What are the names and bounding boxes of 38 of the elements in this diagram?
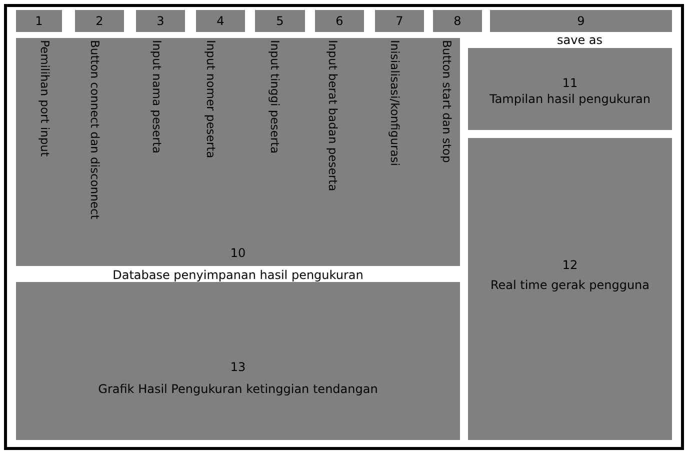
box-caption: save as [557,34,603,46]
vertical-label: Inisialisasi/konfigurasi [388,40,402,166]
vertical-label: Input berat badan peserta [326,40,340,192]
vertical-label: Input nama peserta [150,40,164,154]
panel-box [468,48,672,130]
box-number: 12 [561,258,579,272]
vertical-label: Pemilihan port input [38,40,52,156]
panel-label: Tampilan hasil pengukuran [488,92,652,106]
box-number: 6 [334,14,344,28]
box-number: 7 [394,14,404,28]
box-number: 13 [229,360,247,374]
box-number: 4 [216,14,226,28]
box-number: 1 [34,14,44,28]
numbered-box [490,10,672,32]
box-number: 11 [561,76,579,90]
panel-box [16,282,460,440]
panel-label: Real time gerak pengguna [489,278,651,292]
panel-label: Database penyimpanan hasil pengukuran [112,268,364,282]
box-number: 5 [275,14,285,28]
panel-label: Grafik Hasil Pengukuran ketinggian tendangan [97,382,379,396]
vertical-label: Input tinggi peserta [268,40,282,154]
box-number: 9 [576,14,586,28]
numbered-box [375,10,424,32]
box-number: 8 [452,14,462,28]
box-number: 3 [156,14,166,28]
numbered-box [75,10,124,32]
vertical-label: Button connect dan disconnect [88,40,102,220]
numbered-box [315,10,364,32]
panel-box [468,138,672,440]
numbered-box [433,10,482,32]
box-number: 2 [94,14,104,28]
numbered-box [16,10,62,32]
numbered-box [196,10,245,32]
vertical-label: Button start dan stop [440,40,454,163]
numbered-box [136,10,185,32]
vertical-label: Input nomer peserta [204,40,218,158]
box-number: 10 [229,246,247,260]
numbered-box [255,10,305,32]
